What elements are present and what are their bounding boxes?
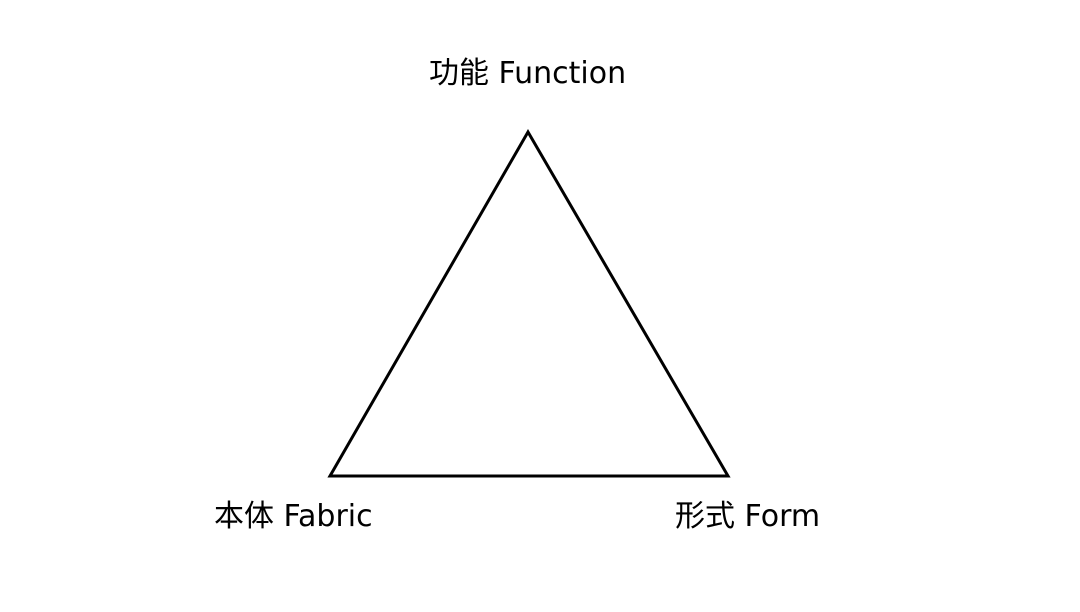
vertex-label-function: 功能 Function bbox=[429, 56, 627, 91]
vertex-label-form: 形式 Form bbox=[675, 499, 821, 534]
triangle-shape bbox=[327, 129, 731, 478]
vertex-label-fabric: 本体 Fabric bbox=[214, 499, 373, 534]
